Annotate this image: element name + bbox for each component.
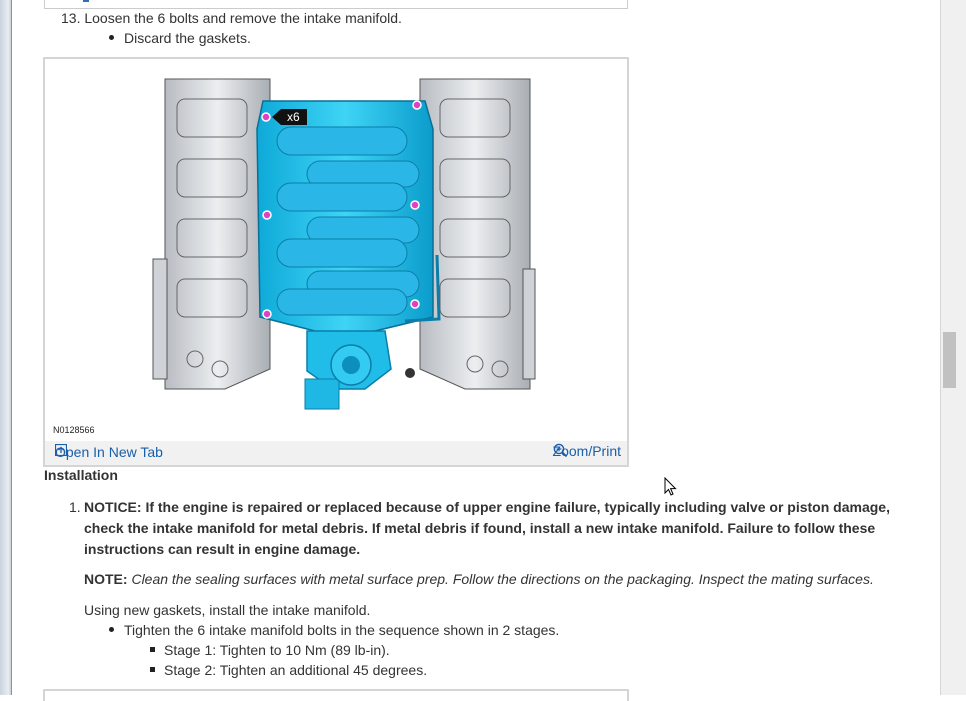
notice-text: NOTICE: If the engine is repaired or rep…: [84, 499, 890, 557]
open-in-new-tab-label: Open In New Tab: [55, 444, 163, 460]
tighten-text: Tighten the 6 intake manifold bolts in t…: [124, 622, 560, 638]
square-bullet: [150, 667, 155, 672]
using-gaskets-text: Using new gaskets, install the intake ma…: [84, 602, 371, 618]
bullet: [109, 35, 114, 40]
step-number: 1.: [69, 499, 81, 515]
note-label: NOTE:: [84, 571, 128, 587]
mouse-cursor-icon: [664, 477, 677, 496]
next-figure-box: [43, 689, 629, 701]
stage-1-text: Stage 1: Tighten to 10 Nm (89 lb-in).: [164, 642, 390, 658]
window-left-border: [0, 0, 12, 695]
figure-toolbar: Open In New Tab Zoom/Print: [45, 441, 627, 465]
zoom-print-link[interactable]: Zoom/Print: [553, 443, 621, 459]
installation-heading: Installation: [44, 467, 118, 483]
previous-figure-box: [44, 0, 628, 9]
bullet: [109, 627, 114, 632]
step-13-bullet-text: Discard the gaskets.: [124, 30, 251, 46]
note-body: Clean the sealing surfaces with metal su…: [131, 571, 874, 587]
callout-x6: x6: [287, 110, 300, 124]
stage-2-text: Stage 2: Tighten an additional 45 degree…: [164, 662, 428, 678]
engine-illustration: x6: [152, 78, 536, 410]
intake-manifold-figure: x6 N0128566 Open In New Tab Zoom/Print: [43, 57, 629, 467]
zoom-icon: [553, 443, 567, 458]
square-bullet: [150, 647, 155, 652]
figure-id: N0128566: [53, 425, 95, 435]
open-in-new-tab-link[interactable]: Open In New Tab: [55, 444, 163, 460]
scrollbar-thumb[interactable]: [943, 332, 956, 388]
note-text: NOTE: Clean the sealing surfaces with me…: [84, 570, 874, 588]
step-13-text: 13. Loosen the 6 bolts and remove the in…: [61, 10, 402, 26]
open-tab-icon: [55, 444, 67, 456]
zoom-print-label: Zoom/Print: [552, 443, 621, 459]
